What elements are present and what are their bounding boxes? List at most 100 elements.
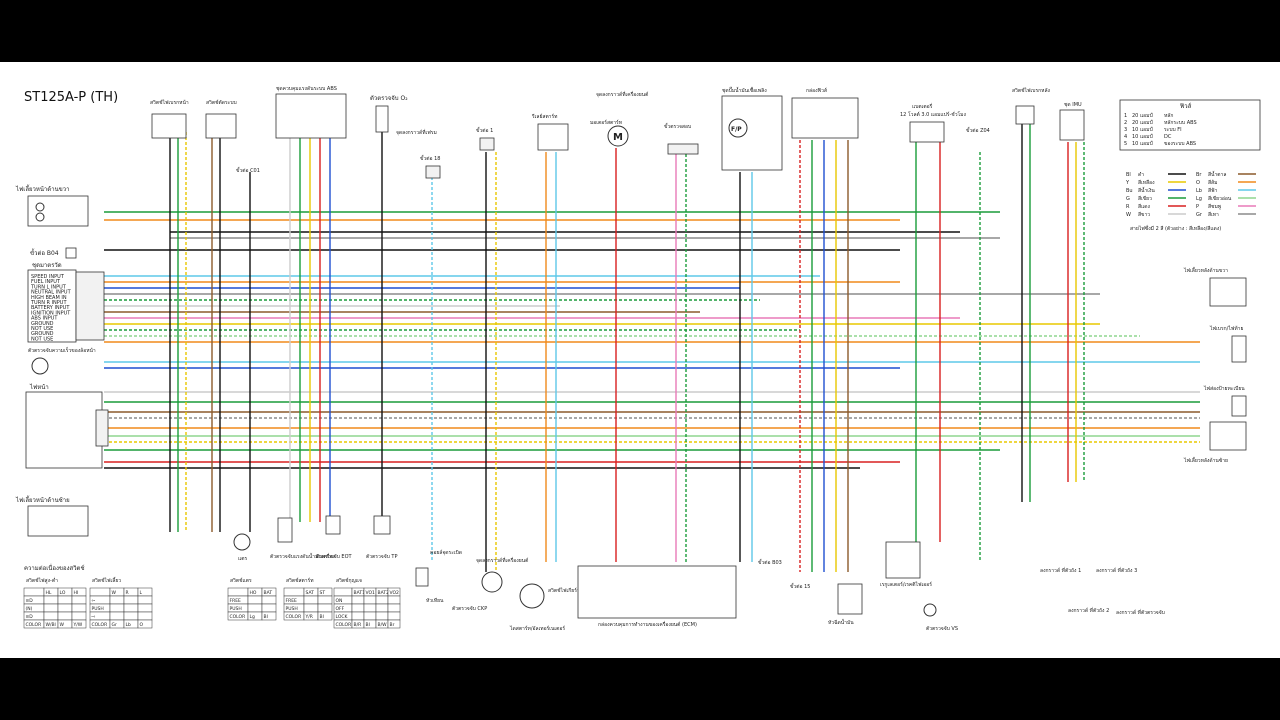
svg-text:ตัวตรวจจับ VS: ตัวตรวจจับ VS <box>926 626 958 632</box>
turn-rear-left: ไฟเลี้ยวหลังด้านซ้าย <box>1183 421 1247 464</box>
switch-table-cell <box>227 587 249 597</box>
switch-table-cell <box>123 611 139 621</box>
switch-table-text: OFF <box>336 606 345 612</box>
svg-text:ขั้วต่อ C01: ขั้วต่อ C01 <box>236 165 260 174</box>
switch-table-text: HO <box>250 590 257 596</box>
tail-brake-light: ไฟเบรก/ไฟท้าย <box>1209 325 1247 363</box>
switch-table-cell <box>363 595 377 605</box>
switch-table-text: R <box>126 590 129 596</box>
legend-code: Bu <box>1126 188 1133 194</box>
ground-1: ลงกราวด์ ที่ตัวถัง 1 <box>1040 567 1081 574</box>
switch-table-text: FREE <box>230 598 242 604</box>
meter-pin-label: TURN R INPUT <box>30 300 67 306</box>
legend-code: Lb <box>1196 188 1202 194</box>
switch-table-cell <box>363 603 377 613</box>
oil-pressure-sensor: ตัวตรวจจับแรงดันน้ำมันเครื่อง <box>270 517 336 560</box>
switch-table-cell <box>351 603 365 613</box>
svg-text:ขั้วต่อ 15: ขั้วต่อ 15 <box>790 581 810 590</box>
switch-table-text: L <box>140 590 143 596</box>
legend-code: Br <box>1196 172 1202 178</box>
switch-table-cell <box>137 603 153 613</box>
switch-table-text: BAT <box>264 590 273 596</box>
switch-table-text: COLOR <box>26 622 42 628</box>
switch-table-cell <box>23 587 45 597</box>
svg-text:จุดลงกราวด์ที่เครื่องยนต์: จุดลงกราวด์ที่เครื่องยนต์ <box>596 91 648 98</box>
switch-table-text: W/Bl <box>46 622 56 628</box>
fuse-no: 4 <box>1124 134 1127 140</box>
switch-table-text: Bl <box>264 614 268 620</box>
imu: ชุด IMU <box>1059 102 1085 141</box>
switch-table-text: LOCK <box>336 614 349 620</box>
svg-text:ไฟเบรก/ไฟท้าย: ไฟเบรก/ไฟท้าย <box>1209 325 1243 332</box>
switch-table-text: Y/W <box>73 622 83 628</box>
switch-table-cell <box>109 595 125 605</box>
starter-motor: มอเตอร์สตาร์ท M จุดลงกราวด์ที่เครื่องยนต… <box>590 91 648 147</box>
svg-text:ลงกราวด์ ที่ตัวถัง 2: ลงกราวด์ ที่ตัวถัง 2 <box>1068 607 1109 614</box>
svg-text:ไฟส่องป้ายทะเบียน: ไฟส่องป้ายทะเบียน <box>1203 385 1245 392</box>
switch-table-text: Bl <box>366 622 370 628</box>
switch-table-text: Lg <box>250 614 256 620</box>
switch-table-cell <box>71 595 87 605</box>
meter-pin-label: SPEED INPUT <box>31 274 65 280</box>
svg-text:M: M <box>613 132 623 143</box>
switch-continuity-section: ความต่อเนื่องของสวิตช์ สวิตช์ไฟสูง-ต่ำHL… <box>23 564 401 629</box>
switch-table-text: ≡D <box>26 614 34 620</box>
fuse-no: 3 <box>1124 127 1127 133</box>
svg-text:กล่องฟิวส์: กล่องฟิวส์ <box>806 87 827 94</box>
fuse-name: DC <box>1164 134 1172 140</box>
engine-stop-switch: สวิตช์ตัดระบบ <box>205 99 237 139</box>
turn-front-left: ไฟเลี้ยวหน้าด้านซ้าย <box>15 494 89 537</box>
legend-name: สีขาว <box>1138 211 1150 218</box>
legend-code: O <box>1196 180 1200 186</box>
switch-table-cell <box>89 587 111 597</box>
switch-table-cell <box>261 603 277 613</box>
ground-sensor: ลงกราวด์ ที่ตัวตรวจจับ <box>1116 609 1165 616</box>
legend-code: W <box>1126 212 1131 218</box>
o2-sensor: ตัวตรวจจับ O₂ จุดลงกราวด์ที่เฟรม <box>370 95 437 136</box>
switch-table-cell <box>351 595 365 605</box>
svg-text:ชุดควบคุมแรงดันระบบ ABS: ชุดควบคุมแรงดันระบบ ABS <box>276 86 337 92</box>
dlc-connector: ขั้วตรวจสอบ <box>664 121 699 155</box>
switch-table-cell <box>261 611 277 621</box>
regulator-rectifier: เรกูเลเตอร์/เรคติไฟเออร์ <box>880 541 932 588</box>
switch-table-text: Lb <box>126 622 132 628</box>
switch-table-cell <box>387 595 401 605</box>
switch-table-text: (N) <box>26 606 33 612</box>
meter-pin-label: NEUTRAL INPUT <box>31 290 72 296</box>
turn-front-right: ไฟเลี้ยวหน้าด้านขวา <box>15 183 89 227</box>
fuse-amp: 20 แอมป์ <box>1132 112 1153 119</box>
svg-text:จุดลงกราวด์ที่เครื่องยนต์: จุดลงกราวด์ที่เครื่องยนต์ <box>476 557 528 564</box>
svg-text:ตัวตรวจจับความเร็วของล้อหน้า: ตัวตรวจจับความเร็วของล้อหน้า <box>28 346 96 354</box>
svg-text:คอยล์จุดระเบิด: คอยล์จุดระเบิด <box>430 549 462 556</box>
meter-pin-label: NOT USE <box>31 336 53 342</box>
meter-pin-label: ABS INPUT <box>31 316 58 322</box>
switch-table-text: HI <box>74 590 79 596</box>
svg-text:ตัวตรวจจับแรงดันน้ำมันเครื่อง: ตัวตรวจจับแรงดันน้ำมันเครื่อง <box>270 551 336 560</box>
switch-table-cell <box>387 611 401 621</box>
connector-z04: ขั้วต่อ Z04 <box>966 125 990 134</box>
switch-table-text: COLOR <box>336 622 352 628</box>
svg-text:ลงกราวด์ ที่ตัวถัง 1: ลงกราวด์ ที่ตัวถัง 1 <box>1040 567 1081 574</box>
svg-text:ความต่อเนื่องของสวิตช์: ความต่อเนื่องของสวิตช์ <box>24 564 85 572</box>
svg-text:ไฟหน้า: ไฟหน้า <box>29 383 49 391</box>
fuse-amp: 10 แอมป์ <box>1132 140 1153 147</box>
headlight: ไฟหน้า <box>25 383 109 469</box>
switch-table-cell <box>363 611 377 621</box>
svg-text:ขั้วต่อ B03: ขั้วต่อ B03 <box>758 557 782 566</box>
svg-text:ชุดปั๊มน้ำมันเชื้อเพลิง: ชุดปั๊มน้ำมันเชื้อเพลิง <box>722 85 767 94</box>
switch-table-cell <box>71 611 87 621</box>
svg-text:หัวเทียน: หัวเทียน <box>426 597 444 604</box>
switch-table-cell <box>303 603 319 613</box>
switch-table-cell <box>303 595 319 605</box>
ckp-sensor: ตัวตรวจจับ CKP จุดลงกราวด์ที่เครื่องยนต์ <box>452 557 528 612</box>
switch-table-cell <box>43 595 59 605</box>
switch-table-cell <box>109 603 125 613</box>
vs-sensor: ตัวตรวจจับ VS <box>923 603 958 632</box>
switch-table-cell <box>123 603 139 613</box>
svg-text:มอเตอร์สตาร์ท: มอเตอร์สตาร์ท <box>590 119 622 126</box>
switch-table-text: ST <box>320 590 326 596</box>
fuse-no: 2 <box>1124 120 1127 126</box>
legend-name: สีน้ำเงิน <box>1138 185 1155 194</box>
switch-table-text: COLOR <box>92 622 108 628</box>
